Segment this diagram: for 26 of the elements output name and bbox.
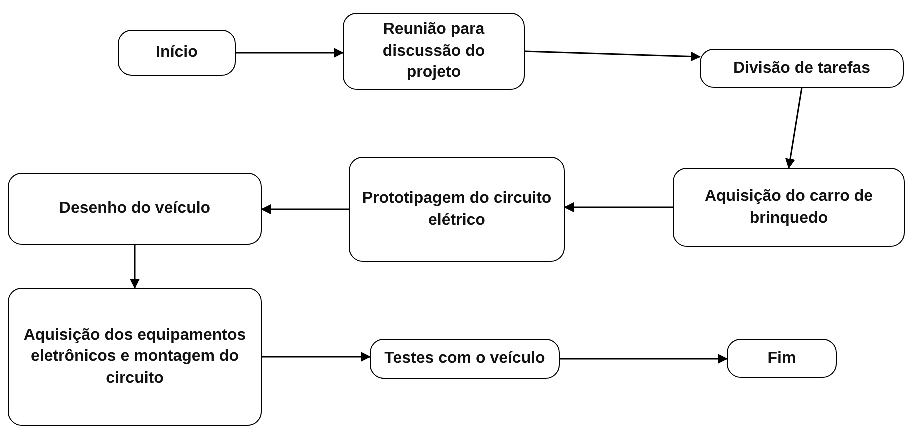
process-box [8, 173, 262, 245]
step-label: Desenho do veículo [59, 199, 211, 220]
terminal-box [727, 339, 837, 378]
process-box [370, 339, 560, 379]
arrow [262, 352, 371, 362]
step-label: Testes com o veículo [384, 349, 546, 370]
process-box [673, 168, 905, 247]
step-label: Aquisição dos equipamentos eletrônicos e montagem do circuito [22, 326, 248, 389]
process-box [700, 49, 904, 88]
terminal-box [118, 30, 236, 76]
step-label: Fim [768, 348, 796, 369]
arrow [524, 50, 701, 62]
arrow [130, 245, 140, 289]
step-label: Divisão de tarefas [734, 58, 870, 79]
process-box [349, 157, 565, 262]
process-box [8, 288, 262, 426]
step-label: Prototipagem do circuito elétrico [361, 188, 553, 230]
arrow [261, 204, 349, 214]
step-label: Aquisição do carro de brinquedo [704, 186, 874, 228]
arrow [564, 202, 673, 212]
process-box [343, 13, 525, 90]
step-label: Reunião para discussão do projeto [382, 20, 486, 84]
arrow [786, 88, 803, 169]
arrow [560, 354, 728, 364]
step-label: Início [156, 43, 198, 64]
arrow [236, 48, 344, 58]
